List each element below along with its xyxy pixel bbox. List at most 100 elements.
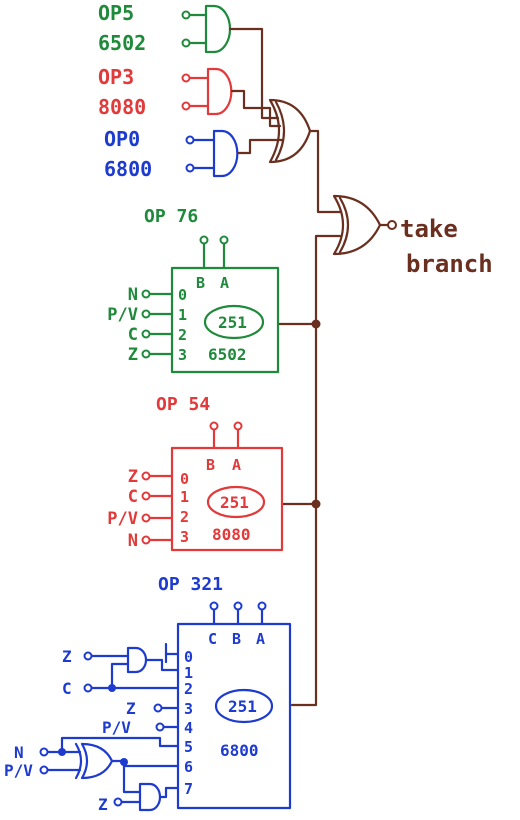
mux2-input-pin-c <box>141 491 151 501</box>
mux3-pin-0: 0 <box>184 648 193 666</box>
mux-6800: OP 321 C B A 251 6800 0 1 2 3 4 5 6 7 Z … <box>4 574 292 814</box>
mux2-cpu: 8080 <box>212 525 251 544</box>
mux3-select-wires <box>212 608 264 626</box>
wire-6502-and-out <box>228 27 280 120</box>
and-gate-6502 <box>204 4 232 54</box>
mux1-pin-1: 1 <box>178 306 187 324</box>
mux2-input-1: C <box>128 487 138 507</box>
op3-input-pin <box>181 73 191 83</box>
wire-6800-and-out <box>236 138 284 155</box>
mux-6502: OP 76 B A 251 6502 0 1 2 3 N P/V C Z <box>107 206 280 374</box>
op0-input-wires <box>192 138 216 170</box>
mux3-pin-1: 1 <box>184 664 193 682</box>
mux3-input-pin-z-top <box>83 651 93 661</box>
mux2-a: A <box>232 456 241 474</box>
op3-label: OP3 <box>98 65 134 89</box>
mux2-b: B <box>206 456 215 474</box>
mux3-select-a-pin <box>257 601 267 611</box>
mux1-select-b-pin <box>199 235 209 245</box>
mux2-op-label: OP 54 <box>156 394 210 415</box>
mux2-chip: 251 <box>220 493 249 512</box>
and-gate-8080 <box>206 67 233 116</box>
wire-mux-bus <box>290 234 342 707</box>
mux3-pin-4: 4 <box>184 719 193 737</box>
mux3-pin-2: 2 <box>184 680 193 698</box>
mux3-input-pin-pv-low <box>39 765 49 775</box>
or-gate-final-back <box>338 196 350 254</box>
mux2-select-wires <box>212 428 240 450</box>
op5-input-pin <box>181 10 191 20</box>
mux3-and-gate-1 <box>126 646 148 674</box>
mux1-pin-2: 2 <box>178 326 187 344</box>
mux1-input-2: C <box>128 325 138 345</box>
mux3-input-pin-z-mid <box>153 703 163 713</box>
op5-label: OP5 <box>98 1 134 25</box>
and-gate-6800 <box>212 129 239 178</box>
mux1-input-0: N <box>128 285 138 305</box>
cpu-6502-input-pin <box>181 38 191 48</box>
or-network: take branch <box>228 27 493 707</box>
mux1-op-label: OP 76 <box>144 206 198 227</box>
op0-gate-group: OP0 6800 <box>104 127 239 181</box>
mux2-chip-ring <box>206 485 266 519</box>
mux2-input-2: P/V <box>107 509 138 529</box>
mux3-c: C <box>208 630 217 648</box>
cpu-8080-label: 8080 <box>98 95 146 119</box>
mux3-input-2: Z <box>126 699 136 718</box>
mux2-input-pin-pv <box>141 513 151 523</box>
mux2-input-0: Z <box>128 467 138 487</box>
mux1-pin-0: 0 <box>178 286 187 304</box>
mux1-pin-3: 3 <box>178 346 187 364</box>
mux1-input-wires <box>148 292 174 356</box>
mux3-junction-c <box>108 684 116 692</box>
mux1-input-pin-n <box>141 289 151 299</box>
mux3-input-6: Z <box>98 795 108 814</box>
mux3-a: A <box>256 630 265 648</box>
mux1-cpu: 6502 <box>208 345 247 364</box>
mux2-select-a-pin <box>233 421 243 431</box>
mux2-input-wires <box>148 474 174 542</box>
mux3-pin-5: 5 <box>184 738 193 756</box>
mux3-input-pin-z-low <box>113 797 123 807</box>
mux3-input-3: P/V <box>102 718 131 737</box>
mux3-input-pin-c <box>83 683 93 693</box>
mux3-chip-ring <box>214 688 274 724</box>
op5-gate-group: OP5 6502 <box>98 1 232 55</box>
mux3-and-gate-2 <box>138 782 162 812</box>
mux3-b: B <box>232 630 241 648</box>
cpu-6502-label: 6502 <box>98 31 146 55</box>
mux2-pin-1: 1 <box>180 488 189 506</box>
mux1-chip: 251 <box>218 313 247 332</box>
mux3-input-4: N <box>14 743 24 762</box>
mux-8080: OP 54 B A 251 8080 0 1 2 3 Z C P/V N <box>107 394 284 552</box>
mux2-input-pin-z <box>141 471 151 481</box>
mux3-and1-inputs <box>90 654 130 690</box>
cpu-8080-input-pin <box>181 101 191 111</box>
output-label-line1: take <box>400 215 458 243</box>
mux3-xor-gate <box>74 742 114 780</box>
mux1-chip-ring <box>203 304 265 340</box>
mux3-input-1: C <box>62 679 72 698</box>
mux1-b: B <box>196 274 205 292</box>
or-gate-1 <box>268 98 312 164</box>
mux1-box <box>170 266 280 374</box>
mux3-junction-n <box>58 748 66 756</box>
op0-label: OP0 <box>104 127 140 151</box>
mux3-box <box>176 622 292 810</box>
mux3-input-0: Z <box>62 647 72 666</box>
junction-dot-2 <box>311 499 321 509</box>
mux2-pin-2: 2 <box>180 508 189 526</box>
mux3-pin0-tie <box>164 642 180 664</box>
mux3-junction-xor <box>120 758 128 766</box>
mux3-select-c-pin <box>209 601 219 611</box>
mux3-pin-6: 6 <box>184 758 193 776</box>
mux3-pin-3: 3 <box>184 700 193 718</box>
op0-input-pin <box>185 135 195 145</box>
or-gate-final <box>332 194 382 256</box>
cpu-6800-label: 6800 <box>104 157 152 181</box>
mux3-op-label: OP 321 <box>158 574 223 595</box>
mux3-input-5: P/V <box>4 761 33 780</box>
mux2-input-pin-n <box>141 535 151 545</box>
mux1-input-3: Z <box>128 345 138 365</box>
